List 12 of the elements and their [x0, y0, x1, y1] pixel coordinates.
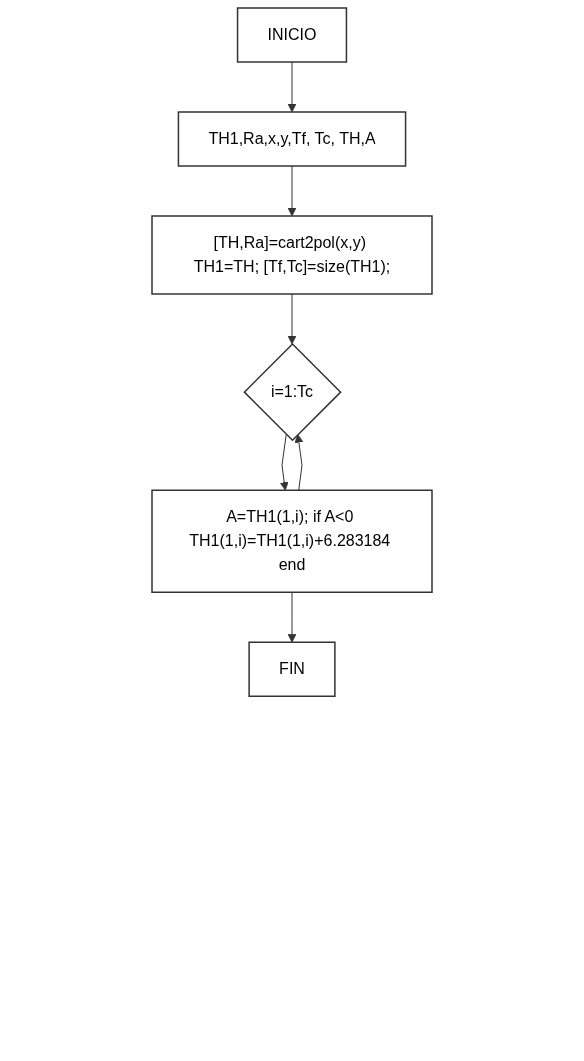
node-diamond: i=1:Tc — [243, 342, 342, 442]
arrow — [279, 433, 289, 491]
node-box: INICIO — [236, 7, 348, 63]
arrow — [287, 165, 297, 217]
arrow — [287, 591, 297, 643]
node-box: FIN — [248, 641, 336, 697]
node-box: TH1,Ra,x,y,Tf, Tc, TH,A — [177, 111, 407, 167]
node-box: [TH,Ra]=cart2pol(x,y) TH1=TH; [Tf,Tc]=size(TH1); — [151, 215, 433, 295]
arrow — [287, 61, 297, 113]
arrow — [287, 293, 297, 345]
arrow — [294, 434, 304, 491]
node-box: A=TH1(1,i); if A<0 TH1(1,i)=TH1(1,i)+6.283184 end — [151, 489, 433, 593]
